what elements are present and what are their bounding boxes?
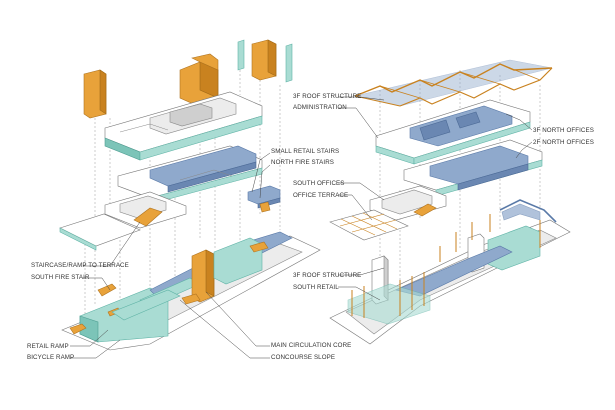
- label-retail-ramp: RETAIL RAMP: [27, 343, 69, 350]
- label-staircase-ramp: STAIRCASE/RAMP TO TERRACE: [31, 262, 129, 269]
- label-south-retail: SOUTH RETAIL: [293, 284, 339, 291]
- label-administration: ADMINISTRATION: [293, 104, 347, 111]
- right-leader-lines: [338, 96, 533, 301]
- small-stairs-element: [247, 185, 281, 213]
- roof-structure: [354, 59, 553, 107]
- labels: SMALL RETAIL STAIRS NORTH FIRE STAIRS ST…: [27, 93, 594, 361]
- label-concourse-slope: CONCOURSE SLOPE: [271, 354, 335, 361]
- left-leader-lines: [70, 152, 271, 359]
- right-ground-level: [329, 199, 571, 345]
- label-3f-roof-structure-lower: 3F ROOF STRUCTURE: [293, 272, 361, 279]
- left-axonometric: [59, 39, 321, 359]
- label-3f-north-offices: 3F NORTH OFFICES: [533, 127, 594, 134]
- right-level-1: [329, 185, 447, 241]
- label-south-offices: SOUTH OFFICES: [293, 180, 345, 187]
- label-south-fire-stair: SOUTH FIRE STAIR: [31, 274, 90, 281]
- label-3f-roof-structure: 3F ROOF STRUCTURE: [293, 93, 361, 100]
- label-2f-north-offices: 2F NORTH OFFICES: [533, 139, 594, 146]
- left-roof-volumes: [83, 39, 293, 119]
- label-main-circulation-core: MAIN CIRCULATION CORE: [271, 342, 351, 349]
- label-bicycle-ramp: BICYCLE RAMP: [27, 354, 74, 361]
- left-level-1: [59, 191, 187, 251]
- label-office-terrace: OFFICE TERRACE: [293, 192, 348, 199]
- right-level-2: [403, 139, 543, 197]
- right-level-3: [375, 99, 531, 165]
- label-north-fire-stairs: NORTH FIRE STAIRS: [271, 159, 334, 166]
- left-level-3: [104, 91, 263, 161]
- label-small-retail-stairs: SMALL RETAIL STAIRS: [271, 148, 339, 155]
- left-ground-level: [61, 231, 321, 351]
- left-level-2: [117, 145, 263, 205]
- right-axonometric: [329, 59, 571, 345]
